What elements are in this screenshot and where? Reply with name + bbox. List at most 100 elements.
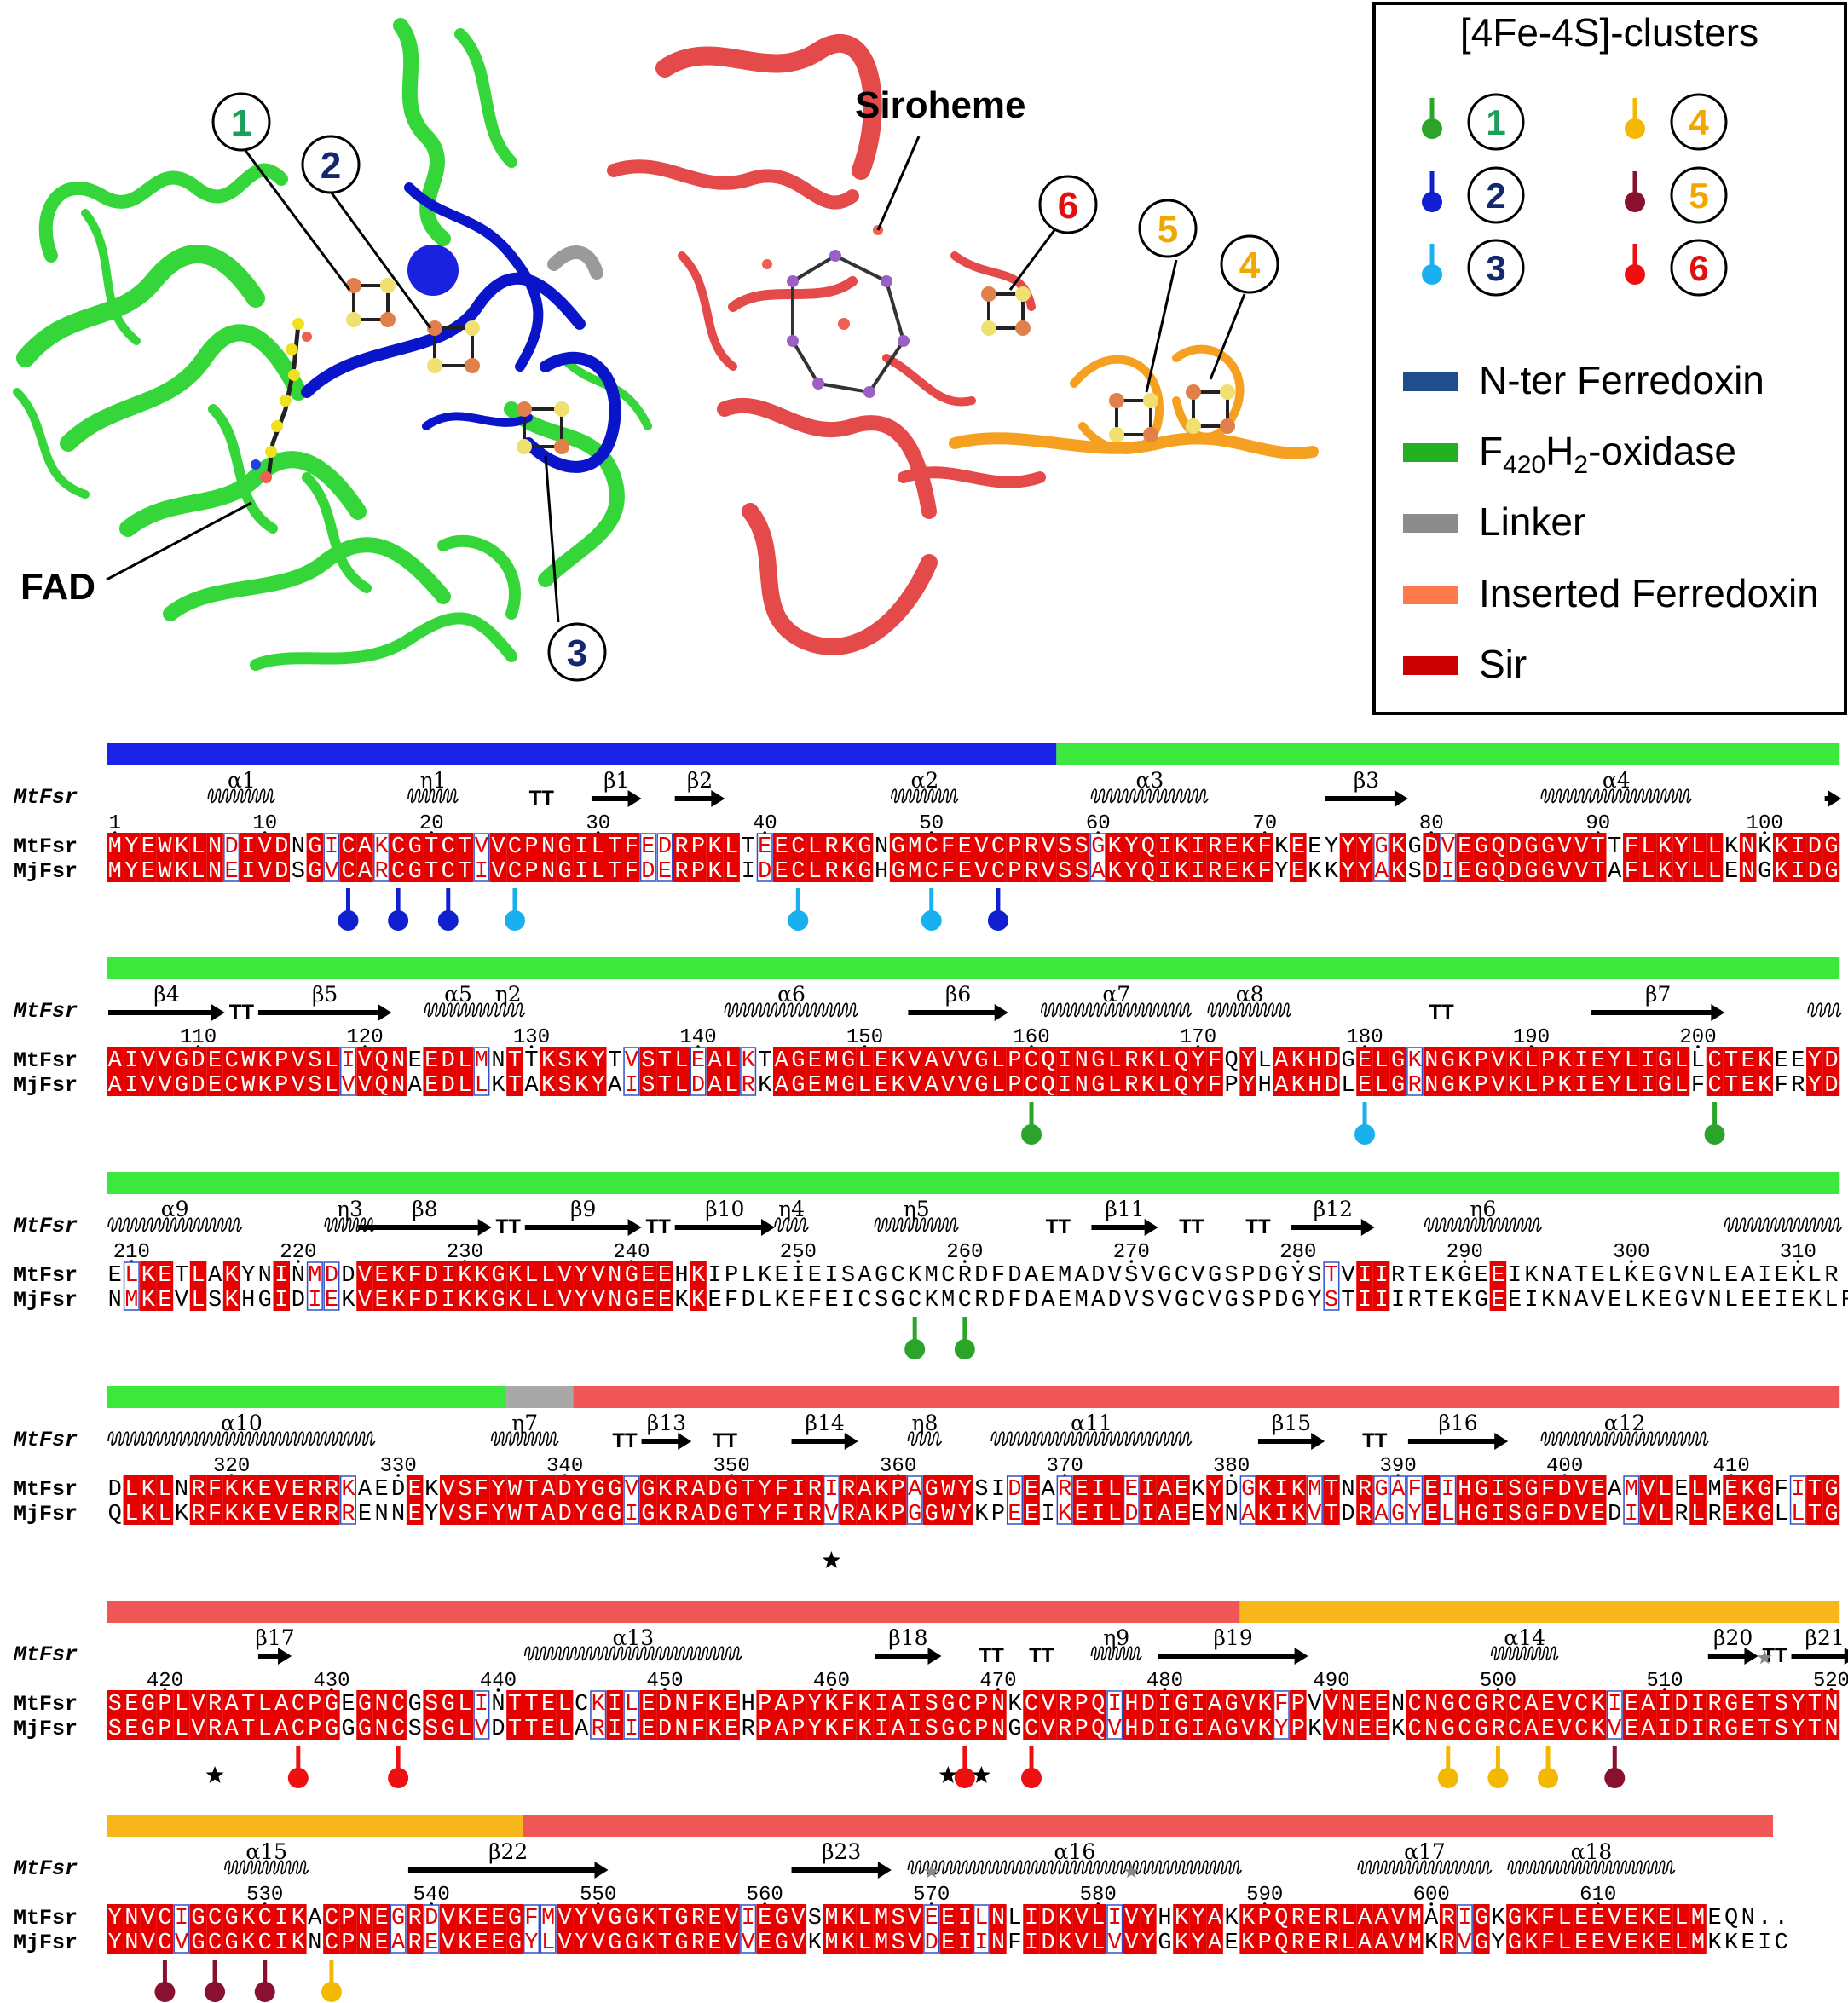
ss-label: β22 <box>488 1839 528 1864</box>
identity-cell <box>1639 1475 1657 1525</box>
residue-mt: K <box>1591 1692 1606 1717</box>
residue-mj: Q <box>108 1502 122 1527</box>
identity-cell <box>1239 1047 1256 1096</box>
residue-mj: Y <box>124 859 138 885</box>
eta-helix-icon <box>1424 1217 1543 1232</box>
identity-cell <box>240 1047 257 1096</box>
turn-label: TT <box>1046 1215 1071 1238</box>
residue-mj: V <box>1108 1717 1123 1742</box>
residue-mj: I <box>124 1073 138 1099</box>
identity-cell <box>856 1904 874 1954</box>
residue-mj: V <box>1308 1502 1322 1527</box>
identity-cell <box>473 1904 490 1954</box>
residue-mj: E <box>1491 1288 1504 1313</box>
residue-mj: E <box>141 859 155 885</box>
residue-mj: K <box>925 1288 939 1313</box>
residue-mt: E <box>958 834 972 860</box>
residue-mt: K <box>1658 834 1672 860</box>
residue-mt: K <box>658 1477 673 1503</box>
identity-cell <box>1072 1047 1090 1096</box>
residue-mj: G <box>1441 1073 1455 1099</box>
residue-mj: K <box>707 859 722 885</box>
identity-cell <box>356 1047 373 1096</box>
identity-cell <box>390 1261 407 1311</box>
residue-mt: A <box>892 1692 906 1717</box>
residue-mj: K <box>1591 1717 1606 1742</box>
identity-cell <box>1822 833 1840 882</box>
residue-mj: E <box>1724 859 1738 885</box>
residue-mj: R <box>1674 1502 1688 1527</box>
residue-mt: P <box>308 1692 321 1717</box>
residue-mj: N <box>374 1502 388 1527</box>
residue-mj: E <box>1625 1717 1638 1742</box>
residue-mt: A <box>1025 1263 1039 1289</box>
residue-mj: E <box>1758 1288 1771 1313</box>
residue-mj: G <box>1541 859 1555 885</box>
residue-mj: K <box>1808 1288 1822 1313</box>
identity-cell <box>1656 1904 1673 1954</box>
residue-mt: E <box>158 1263 171 1289</box>
residue-mt: R <box>691 1906 705 1931</box>
identity-cell <box>856 1690 874 1740</box>
residue-mt: Y <box>1208 1477 1221 1503</box>
identity-cell <box>140 1261 157 1311</box>
ss-label: β10 <box>705 1197 744 1221</box>
residue-mj: R <box>824 859 838 885</box>
identity-cell <box>756 1690 773 1740</box>
identity-cell <box>390 1047 407 1096</box>
residue-mt: L <box>1108 1048 1122 1074</box>
residue-mt: D <box>274 834 288 860</box>
identity-cell <box>356 1690 373 1740</box>
residue-mj: E <box>158 1288 171 1313</box>
identity-cell <box>1273 1047 1291 1096</box>
identity-cell <box>256 833 274 882</box>
residue-mj: R <box>742 1717 755 1742</box>
residue-mt: K <box>1625 1263 1639 1289</box>
residue-dot <box>496 1688 500 1692</box>
residue-mj: K <box>1724 1931 1739 1956</box>
residue-mt: A <box>858 1477 872 1503</box>
similarity-cell <box>1389 1475 1406 1525</box>
residue-mj: Q <box>1041 1073 1054 1099</box>
residue-mj: E <box>958 859 972 885</box>
residue-mt: K <box>1191 1477 1205 1503</box>
residue-mt: E <box>758 834 771 860</box>
residue-mj: K <box>1325 859 1339 885</box>
residue-mt: E <box>1741 1692 1755 1717</box>
cysteine-pin-icon <box>154 1982 176 2002</box>
residue-mj: E <box>641 1717 655 1742</box>
residue-mt: A <box>1274 1048 1289 1074</box>
identity-cell <box>1473 1475 1490 1525</box>
ss-label: β8 <box>412 1197 437 1221</box>
residue-mj: G <box>508 1931 522 1956</box>
residue-mj: Y <box>1791 1717 1805 1742</box>
identity-cell <box>240 833 257 882</box>
eta-helix-icon <box>407 788 459 804</box>
residue-mj: T <box>524 1717 538 1742</box>
identity-cell <box>939 833 957 882</box>
residue-mj: I <box>1141 1502 1155 1527</box>
legend-cluster-1: 1 <box>1422 93 1525 151</box>
domain-bar <box>107 1172 1840 1194</box>
domain-bar <box>1239 1601 1840 1623</box>
helix-icon <box>1540 1431 1709 1446</box>
residue-mt: R <box>191 1477 205 1503</box>
residue-mj: A <box>1524 1717 1539 1742</box>
residue-mt: A <box>541 1477 556 1503</box>
residue-mt: D <box>1325 1048 1338 1074</box>
identity-cell <box>1522 833 1540 882</box>
ss-label: η3 <box>337 1197 363 1221</box>
residue-mj: T <box>1808 1502 1822 1527</box>
identity-cell <box>1556 1904 1574 1954</box>
legend-domain-label: Linker <box>1479 499 1585 544</box>
residue-mj: E <box>758 1931 771 1956</box>
residue-mt: E <box>1424 1263 1438 1289</box>
identity-cell <box>773 1475 790 1525</box>
residue-mj: I <box>1191 859 1204 885</box>
identity-cell <box>140 1475 157 1525</box>
eta-helix-icon <box>1090 1646 1142 1661</box>
callout-2: 2 <box>301 135 361 194</box>
residue-mt: G <box>875 1263 888 1289</box>
residue-mj: L <box>558 1717 572 1742</box>
